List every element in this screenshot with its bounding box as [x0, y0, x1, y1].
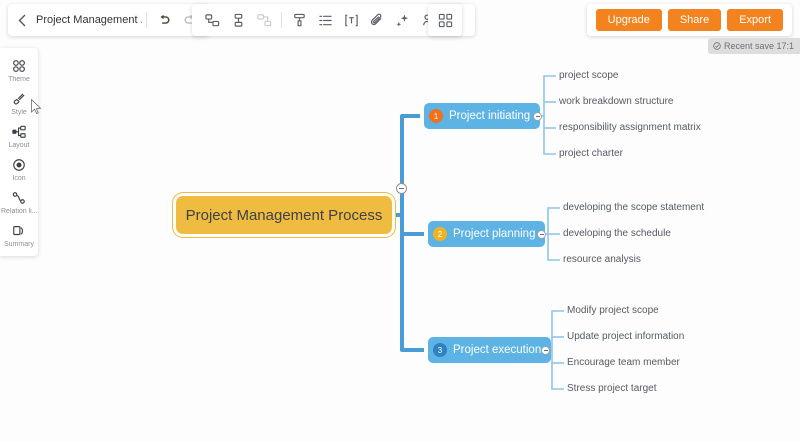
sidebar-label-icon: Icon — [12, 175, 26, 182]
style-brush-icon — [12, 90, 26, 107]
branch-2-collapse-toggle[interactable] — [537, 230, 546, 239]
editing-tools-panel — [192, 4, 475, 36]
grid-layout-icon — [438, 13, 452, 27]
branch-node-3[interactable]: 3 Project execution — [428, 337, 552, 363]
branch-1-collapse-toggle[interactable] — [533, 112, 542, 121]
magic-wand-icon[interactable] — [391, 8, 415, 32]
leaf-node[interactable]: work breakdown structure — [559, 96, 674, 107]
summary-bracket-icon — [12, 222, 26, 239]
sidebar-label-relation-line: Relation li... — [1, 208, 37, 215]
branch-node-2[interactable]: 2 Project planning — [428, 221, 546, 247]
leaf-node[interactable]: Modify project scope — [567, 305, 659, 316]
branch-node-1-text: Project initiating — [449, 110, 531, 122]
check-circle-icon — [713, 42, 721, 50]
relation-line-icon — [12, 189, 26, 206]
leaf-node[interactable]: project charter — [559, 148, 623, 159]
sidebar-item-style[interactable]: Style — [0, 87, 38, 120]
leaf-node[interactable]: Update project information — [567, 331, 685, 342]
outline-list-icon[interactable] — [313, 8, 337, 32]
theme-palette-icon — [12, 57, 26, 74]
sidebar-label-layout: Layout — [8, 142, 30, 149]
sidebar-item-icon[interactable]: Icon — [0, 153, 38, 186]
branch-badge-3: 3 — [433, 343, 447, 357]
icon-circle-icon — [12, 156, 26, 173]
leaf-node[interactable]: project scope — [559, 70, 619, 81]
document-title[interactable]: Project Management ... — [36, 14, 142, 26]
sidebar-label-summary: Summary — [4, 241, 34, 248]
mouse-cursor — [31, 99, 42, 115]
export-button[interactable]: Export — [727, 9, 783, 31]
document-title-panel: Project Management ... — [8, 4, 209, 36]
chevron-left-icon[interactable] — [12, 8, 32, 32]
leaf-node[interactable]: Encourage team member — [567, 357, 680, 368]
root-collapse-toggle[interactable] — [396, 183, 407, 194]
sidebar-item-layout[interactable]: Layout — [0, 120, 38, 153]
save-status-badge: Recent save 17:1 — [707, 38, 800, 54]
branch-badge-1: 1 — [429, 109, 443, 123]
sidebar-label-style: Style — [11, 109, 27, 116]
format-painter-icon[interactable] — [287, 8, 311, 32]
leaf-node[interactable]: Stress project target — [567, 383, 657, 394]
branch-node-3-text: Project execution — [453, 344, 542, 356]
leaf-node[interactable]: developing the schedule — [563, 228, 671, 239]
root-node[interactable]: Project Management Process — [176, 196, 392, 234]
divider — [146, 12, 147, 28]
branch-badge-2: 2 — [433, 227, 447, 241]
undo-arrow-icon[interactable] — [151, 8, 177, 32]
attachment-clip-icon[interactable] — [365, 8, 389, 32]
sidebar-item-theme[interactable]: Theme — [0, 54, 38, 87]
insert-parent-topic-icon[interactable] — [252, 8, 276, 32]
insert-sibling-topic-icon[interactable] — [226, 8, 250, 32]
grid-layout-panel[interactable] — [428, 4, 462, 36]
leaf-node[interactable]: resource analysis — [563, 254, 641, 265]
text-box-icon[interactable] — [339, 8, 363, 32]
leaf-node[interactable]: developing the scope statement — [563, 202, 705, 213]
branch-node-1[interactable]: 1 Project initiating — [424, 103, 541, 129]
upgrade-button[interactable]: Upgrade — [595, 9, 662, 31]
root-node-text: Project Management Process — [185, 206, 383, 224]
sidebar-item-relation-line[interactable]: Relation li... — [0, 186, 38, 219]
save-status-text: Recent save 17:1 — [723, 41, 794, 51]
leaf-node[interactable]: responsibility assignment matrix — [559, 122, 701, 133]
share-button[interactable]: Share — [667, 9, 722, 31]
branch-3-collapse-toggle[interactable] — [541, 346, 550, 355]
action-buttons-panel: Upgrade Share Export — [586, 4, 792, 36]
sidebar-label-theme: Theme — [8, 76, 30, 83]
left-sidebar: Theme Style Layout Icon Relation li... — [0, 48, 38, 256]
top-toolbar: Project Management ... — [0, 0, 800, 54]
divider — [281, 12, 282, 28]
redo-arrow-icon[interactable] — [177, 8, 203, 32]
layout-tree-icon — [12, 123, 26, 140]
sidebar-item-summary[interactable]: Summary — [0, 219, 38, 252]
insert-subtopic-icon[interactable] — [200, 8, 224, 32]
branch-node-2-text: Project planning — [453, 228, 536, 240]
